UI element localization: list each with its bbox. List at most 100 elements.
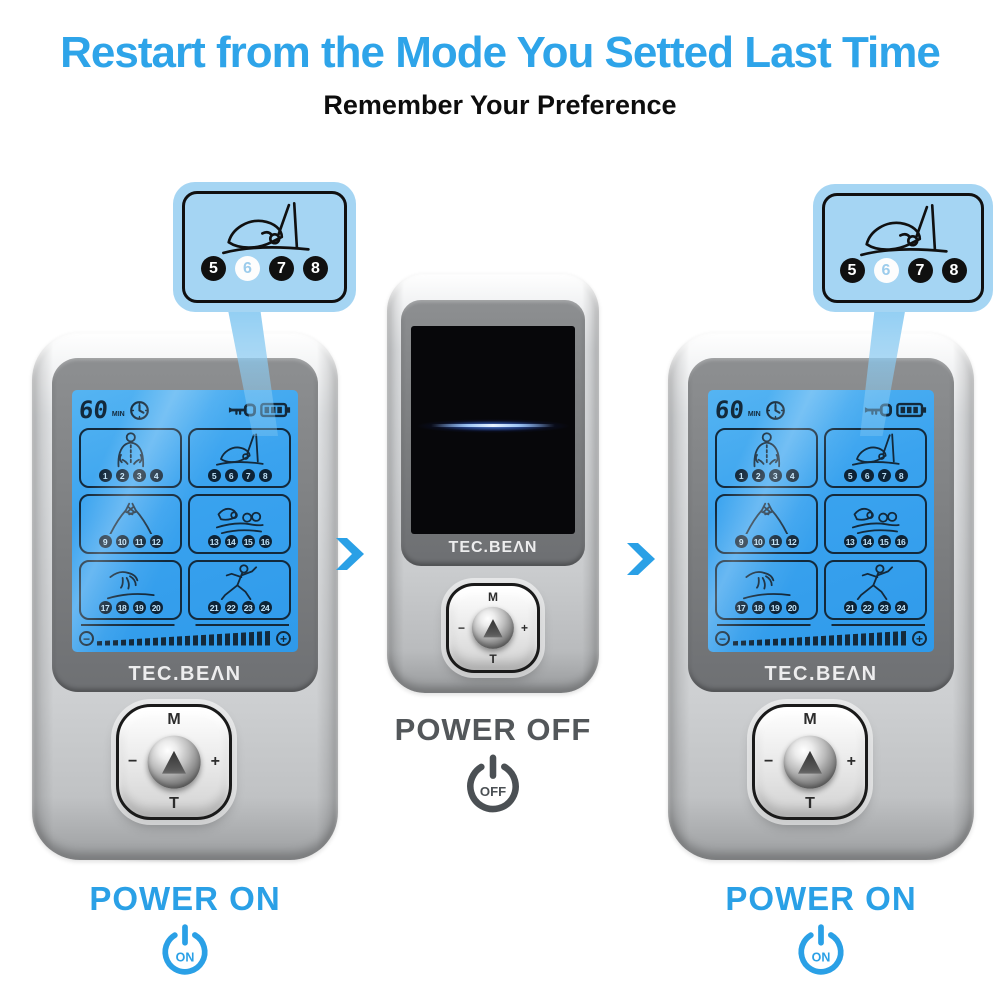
power-off-icon-wrap: OFF <box>462 753 524 820</box>
mode-panel-acupuncture: 5 6 7 8 <box>824 428 927 488</box>
device-screen: 60 MIN <box>708 390 934 652</box>
mode-callout-bubble-right: 5 6 7 8 <box>813 184 993 312</box>
mode-panel-cupping: 13 14 15 16 <box>824 494 927 554</box>
mode-number: 22 <box>860 601 874 614</box>
mode-panel-back-massage: 1 2 3 4 <box>79 428 182 488</box>
mode-number: 17 <box>734 601 748 614</box>
mode-numbers: 1 2 3 4 <box>734 469 799 482</box>
callout-outline: 5 6 7 8 <box>182 191 347 303</box>
mode-number: 23 <box>877 601 891 614</box>
timer-button: T <box>169 795 179 812</box>
timer-value: 60 <box>77 396 110 424</box>
mode-number: 18 <box>751 601 765 614</box>
device-screen-off <box>411 326 575 534</box>
timer-unit: MIN <box>747 410 761 418</box>
mode-number: 20 <box>149 601 163 614</box>
intensity-minus: − <box>715 630 730 646</box>
intensity-level-ramp <box>97 630 273 646</box>
mode-number: 1 <box>734 469 748 482</box>
power-on-block-left: POWER ON ON <box>32 880 338 982</box>
mode-number: 16 <box>258 535 272 548</box>
mode-number: 11 <box>768 535 782 548</box>
mode-number: 10 <box>115 535 129 548</box>
mode-number: 16 <box>894 535 908 548</box>
mode-callout-bubble-left: 5 6 7 8 <box>173 182 356 312</box>
mode-number: 15 <box>241 535 255 548</box>
mode-numbers: 13 14 15 16 <box>843 535 908 548</box>
mode-numbers: 9 10 11 12 <box>734 535 799 548</box>
mode-numbers: 21 22 23 24 <box>843 601 908 614</box>
increase-button: + <box>846 753 856 770</box>
tens-device-on-left: 60 MIN <box>32 332 338 860</box>
mode-number: 18 <box>115 601 129 614</box>
mode-number: 5 <box>201 256 226 281</box>
mode-number: 8 <box>894 469 908 482</box>
power-off-label: POWER OFF <box>394 712 592 747</box>
mode-number: 2 <box>751 469 765 482</box>
decrease-button: − <box>764 753 774 770</box>
mode-number: 23 <box>241 601 255 614</box>
callout-mode-numbers: 5 6 7 8 <box>839 258 967 283</box>
tens-device-on-right: 60 MIN <box>668 332 974 860</box>
mode-number: 13 <box>207 535 221 548</box>
mode-number: 3 <box>132 469 146 482</box>
callout-mode-numbers: 5 6 7 8 <box>201 256 328 281</box>
power-on-icon: ON <box>162 924 208 975</box>
mode-number: 1 <box>98 469 112 482</box>
intensity-bar: − + <box>79 629 291 647</box>
mode-number: 2 <box>115 469 129 482</box>
exercise-figure-icon <box>856 564 893 600</box>
power-off-badge: OFF <box>480 784 506 799</box>
mode-number: 9 <box>98 535 112 548</box>
mode-numbers: 17 18 19 20 <box>98 601 163 614</box>
mode-number: 8 <box>941 258 967 283</box>
mode-number: 20 <box>785 601 799 614</box>
page-subtitle: Remember Your Preference <box>323 90 677 120</box>
decrease-button: − <box>128 753 138 770</box>
acupuncture-icon <box>851 433 900 466</box>
next-arrow-icon <box>627 543 655 575</box>
mode-number-highlighted: 6 <box>873 258 899 283</box>
mode-button: M <box>803 711 817 728</box>
timer-button: T <box>489 652 497 666</box>
brand-label: TEC.BEΛN <box>448 539 538 556</box>
timer-button: T <box>805 795 815 812</box>
power-on-badge: ON <box>812 950 831 964</box>
brand-label: TEC.BEΛN <box>764 663 878 685</box>
acupuncture-hand-icon <box>221 201 310 255</box>
screen-flare-core <box>430 424 556 428</box>
mode-number: 10 <box>751 535 765 548</box>
callout-outline: 5 6 7 8 <box>822 193 984 303</box>
mode-number: 17 <box>98 601 112 614</box>
mode-number: 8 <box>258 469 272 482</box>
scraping-hand-icon <box>742 571 791 600</box>
page-title: Restart from the Mode You Setted Last Ti… <box>60 28 941 77</box>
exercise-figure-icon <box>220 564 257 600</box>
mode-numbers: 21 22 23 24 <box>207 601 272 614</box>
mode-numbers: 9 10 11 12 <box>98 535 163 548</box>
mode-panel-exercise: 21 22 23 24 <box>188 560 291 620</box>
mode-numbers: 5 6 7 8 <box>207 469 272 482</box>
mode-number: 22 <box>224 601 238 614</box>
back-massage-icon <box>753 432 780 468</box>
mode-number: 19 <box>132 601 146 614</box>
mode-number: 6 <box>224 469 238 482</box>
control-pad: M − + T <box>752 704 868 820</box>
mode-number: 12 <box>149 535 163 548</box>
mode-number: 7 <box>877 469 891 482</box>
power-on-badge: ON <box>176 950 195 964</box>
tens-device-body: TEC.BEΛN M − + T <box>387 273 599 693</box>
timer-value: 60 <box>713 396 746 424</box>
power-on-label: POWER ON <box>725 880 917 917</box>
mode-number: 24 <box>894 601 908 614</box>
mode-numbers: 1 2 3 4 <box>98 469 163 482</box>
mode-grid: 1 2 3 4 <box>79 428 291 620</box>
screen-status-bar: 60 MIN <box>713 395 927 425</box>
mode-number: 19 <box>768 601 782 614</box>
tens-device-off: TEC.BEΛN M − + T <box>387 273 599 693</box>
mode-number: 4 <box>785 469 799 482</box>
intensity-divider <box>81 624 289 626</box>
cupping-massage-icon <box>851 507 900 534</box>
mode-number: 3 <box>768 469 782 482</box>
